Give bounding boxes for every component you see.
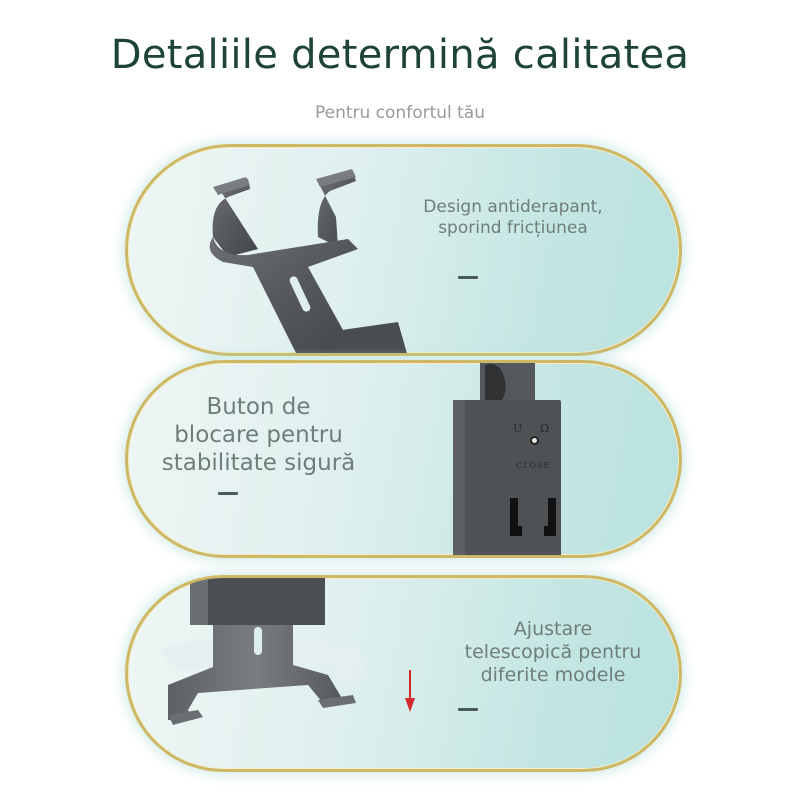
telescopic-hook-image — [158, 578, 368, 725]
accent-dash — [458, 708, 478, 711]
feature-caption: Design antiderapant, sporind fricțiunea — [423, 197, 603, 238]
feature-card-anti-slip: Design antiderapant, sporind fricțiunea — [125, 144, 682, 356]
page-subtitle: Pentru confortul tău — [314, 103, 486, 123]
accent-dash — [218, 492, 238, 495]
close-label: CLOSE — [516, 461, 551, 470]
accent-dash — [458, 276, 478, 279]
feature-caption: Buton de blocare pentru stabilitate sigu… — [161, 394, 356, 477]
feature-caption: Ajustare telescopică pentru diferite mod… — [464, 618, 642, 687]
page-title: Detaliile determină calitatea — [110, 32, 690, 78]
lock-symbol-open: U — [513, 422, 523, 435]
down-arrow-icon — [405, 670, 415, 712]
feature-card-lock-button: Buton de blocare pentru stabilitate sigu… — [125, 360, 682, 558]
feature-card-telescopic: Ajustare telescopică pentru diferite mod… — [125, 575, 682, 772]
lock-symbol-closed: Ω — [540, 422, 550, 435]
lock-button — [530, 436, 539, 445]
mounting-slots — [510, 498, 556, 536]
holder-arm-image — [209, 169, 407, 353]
